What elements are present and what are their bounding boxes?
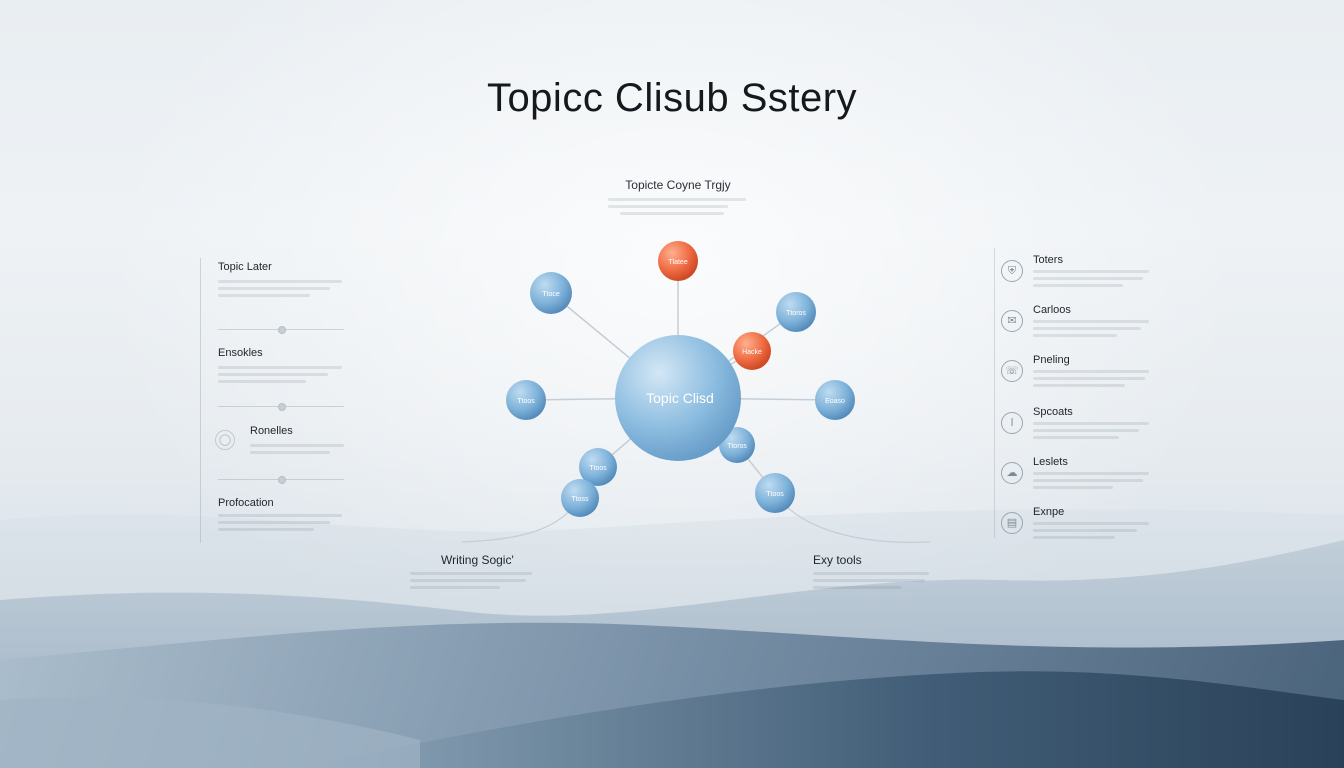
left-item: Ronelles [250, 425, 293, 437]
shield-icon: ⛨ [1001, 260, 1023, 282]
topic-node[interactable]: Ttoos [755, 473, 795, 513]
topic-node[interactable]: Ttoros [776, 292, 816, 332]
slider-divider [218, 326, 344, 334]
right-item-description [1033, 522, 1151, 543]
node-label: Ttoss [571, 496, 589, 503]
left-panel: Topic Later Ensokles ◯ Ronelles Profocat… [200, 258, 351, 543]
slider-divider [218, 476, 344, 484]
right-item-description [1033, 370, 1151, 391]
document-icon: ▤ [1001, 512, 1023, 534]
topic-node[interactable]: Ttoce [530, 272, 572, 314]
cloud-icon: ☁ [1001, 462, 1023, 484]
left-item: Profocation [218, 497, 274, 509]
right-panel: ⛨ Toters ✉ Carloos ☏ Pneling ǀ Spcoats ☁… [994, 248, 1155, 539]
circle-icon: ǀ [1001, 412, 1023, 434]
circle-icon: ◯ [215, 430, 235, 450]
node-label: Tlatee [668, 259, 688, 266]
page-title: Topicc Clisub Sstery [486, 76, 858, 120]
right-item[interactable]: ☏ Pneling [1001, 354, 1151, 398]
chat-icon: ☏ [1001, 360, 1023, 382]
right-item-label: Pneling [1033, 354, 1070, 366]
center-node[interactable]: Topic Clisd [615, 335, 741, 461]
right-item-description [1033, 320, 1151, 341]
left-item: Topic Later [218, 261, 272, 273]
diagram-heading: Topicte Coyne Trgjy [625, 178, 731, 192]
bottom-left-description [410, 572, 534, 593]
node-label: Ttoos [517, 398, 535, 405]
topic-node[interactable]: Ttoss [561, 479, 599, 517]
topic-node[interactable]: Hacke [733, 332, 771, 370]
node-label: Ttoros [786, 310, 806, 317]
left-item: Ensokles [218, 347, 263, 359]
bottom-right-label: Exy tools [813, 553, 862, 567]
right-item-label: Carloos [1033, 304, 1071, 316]
bottom-left-label: Writing Sogic' [441, 553, 514, 567]
right-item-label: Spcoats [1033, 406, 1073, 418]
topic-node[interactable]: Ttoos [506, 380, 546, 420]
left-item-description [218, 514, 344, 535]
left-item-description [250, 444, 346, 458]
right-item-label: Exnpe [1033, 506, 1065, 518]
right-item[interactable]: ǀ Spcoats [1001, 406, 1151, 450]
envelope-icon: ✉ [1001, 310, 1023, 332]
right-item[interactable]: ☁ Leslets [1001, 456, 1151, 500]
right-item-label: Toters [1033, 254, 1063, 266]
center-node-label: Topic Clisd [646, 390, 714, 406]
topic-node[interactable]: Ttoos [579, 448, 617, 486]
slider-divider [218, 403, 344, 411]
heading-description [608, 198, 748, 219]
right-item-description [1033, 422, 1151, 443]
right-item[interactable]: ▤ Exnpe [1001, 506, 1151, 550]
right-item-description [1033, 270, 1151, 291]
left-item-description [218, 280, 344, 301]
left-item-description [218, 366, 344, 387]
right-item[interactable]: ⛨ Toters [1001, 254, 1151, 298]
topic-node[interactable]: Tlatee [658, 241, 698, 281]
right-item-label: Leslets [1033, 456, 1068, 468]
node-label: Ttoros [727, 443, 747, 450]
topic-node[interactable]: Eoaso [815, 380, 855, 420]
node-label: Ttoos [766, 491, 784, 498]
right-item[interactable]: ✉ Carloos [1001, 304, 1151, 348]
bottom-right-arc [774, 492, 931, 543]
node-label: Ttoos [589, 465, 607, 472]
right-item-description [1033, 472, 1151, 493]
node-label: Hacke [742, 349, 762, 356]
node-label: Ttoce [542, 291, 560, 298]
node-label: Eoaso [825, 398, 845, 405]
bottom-right-description [813, 572, 931, 593]
